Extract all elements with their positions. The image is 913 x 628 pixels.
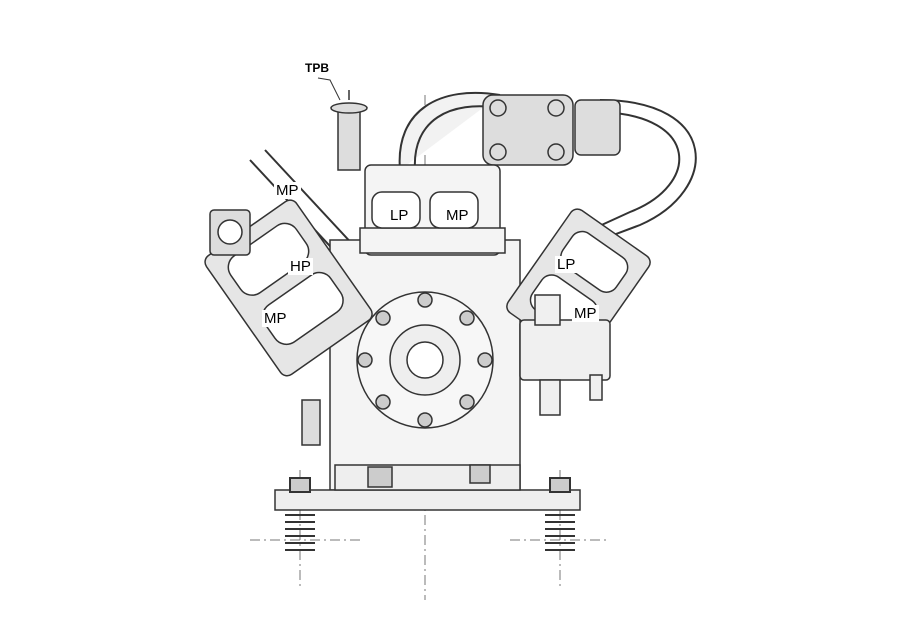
label-hp-left: HP <box>288 258 313 275</box>
label-lp-right: LP <box>555 256 578 273</box>
label-mp-left: MP <box>262 310 289 327</box>
pipe-flange <box>482 94 621 166</box>
tpb-leader <box>317 77 341 101</box>
label-mp-right: MP <box>572 305 599 322</box>
left-valve <box>209 209 251 256</box>
base-plate <box>274 464 581 511</box>
oil-pressure-unit <box>519 294 611 416</box>
label-mp-pipe: MP <box>274 182 301 199</box>
bearing-cover <box>356 291 494 429</box>
label-mp-top: MP <box>444 207 471 224</box>
tpb-valve <box>330 90 368 171</box>
side-plug <box>301 399 321 446</box>
mount-springs <box>285 477 575 551</box>
label-lp-top: LP <box>388 207 411 224</box>
label-tpb: TPB <box>305 61 329 75</box>
